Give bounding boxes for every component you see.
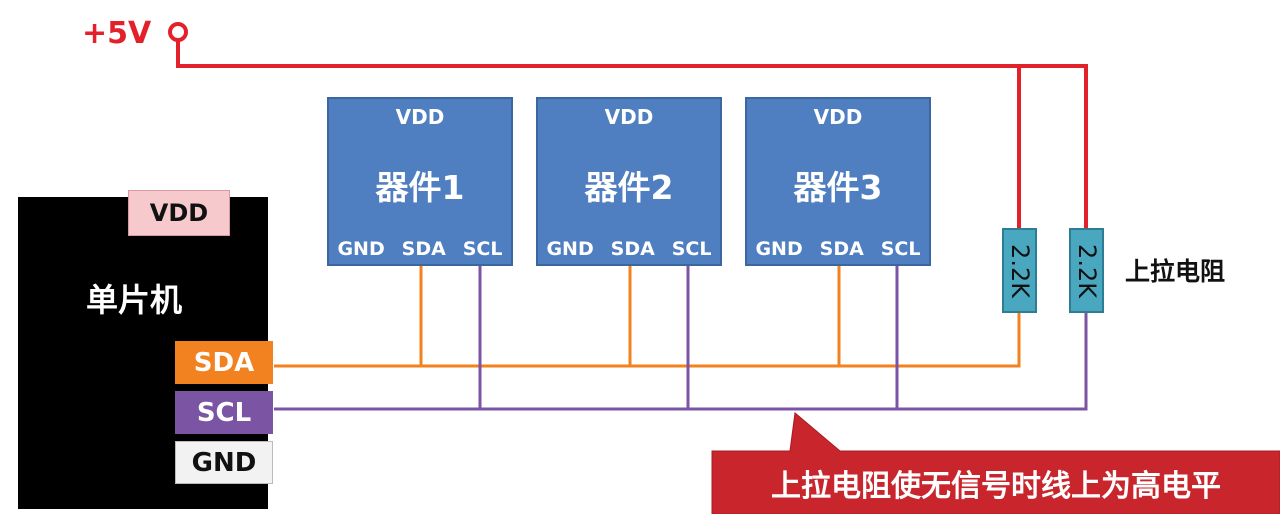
mcu-sda-pin: SDA	[175, 341, 273, 384]
callout-box	[711, 412, 1280, 514]
sda-bus	[274, 313, 1021, 368]
mcu-scl-pin: SCL	[175, 391, 273, 434]
device-name: 器件2	[584, 168, 674, 207]
device-pins: GND SDA SCL	[538, 238, 720, 260]
device-gnd-pin: GND	[546, 238, 594, 260]
callout-text: 上拉电阻使无信号时线上为高电平	[771, 468, 1221, 504]
device-sda-pin: SDA	[819, 238, 864, 260]
device-pins: GND SDA SCL	[329, 238, 511, 260]
device-vdd-label: VDD	[604, 105, 654, 129]
power-rail	[176, 40, 1088, 228]
mcu-vdd-pin: VDD	[128, 190, 230, 236]
device-3: VDD 器件3 GND SDA SCL	[745, 97, 931, 266]
mcu-block: VDD 单片机 SDA SCL GND	[18, 190, 273, 509]
device-name: 器件3	[793, 168, 883, 207]
device-sda-pin: SDA	[610, 238, 655, 260]
pullup-label: 上拉电阻	[1125, 257, 1226, 286]
supply-label: +5V	[82, 16, 152, 51]
mcu-name: 单片机	[86, 281, 183, 319]
device-1: VDD 器件1 GND SDA SCL	[327, 97, 513, 266]
resistor-value: 2.2K	[1072, 243, 1101, 298]
device-gnd-pin: GND	[337, 238, 385, 260]
device-vdd-label: VDD	[395, 105, 445, 129]
device-vdd-label: VDD	[813, 105, 863, 129]
device-gnd-pin: GND	[755, 238, 803, 260]
device-scl-pin: SCL	[671, 238, 712, 260]
scl-bus	[274, 313, 1088, 411]
resistor-value: 2.2K	[1005, 243, 1034, 298]
device-scl-pin: SCL	[462, 238, 503, 260]
device-2: VDD 器件2 GND SDA SCL	[536, 97, 722, 266]
pullup-resistor-scl: 2.2K	[1069, 228, 1104, 313]
pullup-resistor-sda: 2.2K	[1002, 228, 1037, 313]
device-sda-pin: SDA	[401, 238, 446, 260]
supply-terminal	[168, 22, 188, 42]
mcu-gnd-pin: GND	[175, 441, 273, 484]
device-pins: GND SDA SCL	[747, 238, 929, 260]
device-name: 器件1	[375, 168, 465, 207]
device-scl-pin: SCL	[880, 238, 921, 260]
